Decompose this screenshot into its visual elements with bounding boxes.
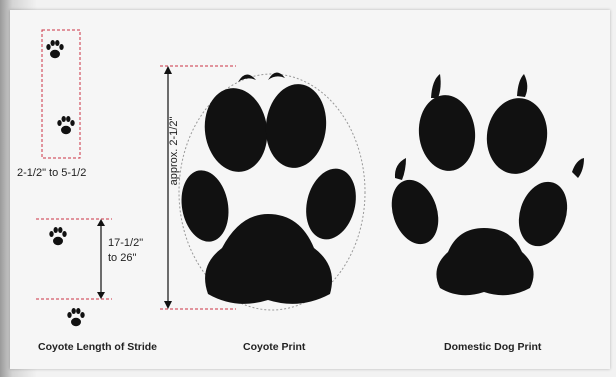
domestic-dog-print-illustration <box>384 74 584 295</box>
dog-toe-pad <box>511 176 575 253</box>
caption-dog-print: Domestic Dog Print <box>444 341 541 353</box>
dog-claw <box>431 74 441 98</box>
coyote-toe-pad <box>176 167 234 246</box>
print-arrowhead-down <box>164 301 172 309</box>
coyote-toe-pad <box>262 81 330 171</box>
caption-stride: Coyote Length of Stride <box>38 341 157 353</box>
spacing-range-label: 2-1/2" to 5-1/2 <box>17 167 86 179</box>
caption-coyote-print: Coyote Print <box>243 341 305 353</box>
print-length-label: approx. 2-1/2" <box>168 101 180 201</box>
paw-print-icon <box>57 116 74 134</box>
stride-length-label-top: 17-1/2" <box>108 237 143 249</box>
coyote-print-illustration <box>176 72 365 310</box>
stride-arrowhead-up <box>97 219 105 226</box>
dog-toe-pad <box>384 174 446 250</box>
paw-print-icon <box>46 40 63 58</box>
paw-print-icon <box>67 308 84 326</box>
dog-claw <box>572 158 584 178</box>
dog-claw <box>395 158 406 180</box>
coyote-toe-pad <box>199 84 272 176</box>
dog-toe-pad <box>415 92 479 173</box>
dog-heel-pad <box>436 228 533 295</box>
print-arrowhead-up <box>164 66 172 74</box>
dog-claw <box>517 74 527 97</box>
coyote-claw <box>238 74 256 82</box>
stride-length-label-bottom: to 26" <box>108 252 136 264</box>
dog-toe-pad <box>482 94 552 178</box>
paw-print-icon <box>49 227 66 245</box>
coyote-toe-pad <box>299 163 363 244</box>
stride-arrowhead-down <box>97 292 105 299</box>
